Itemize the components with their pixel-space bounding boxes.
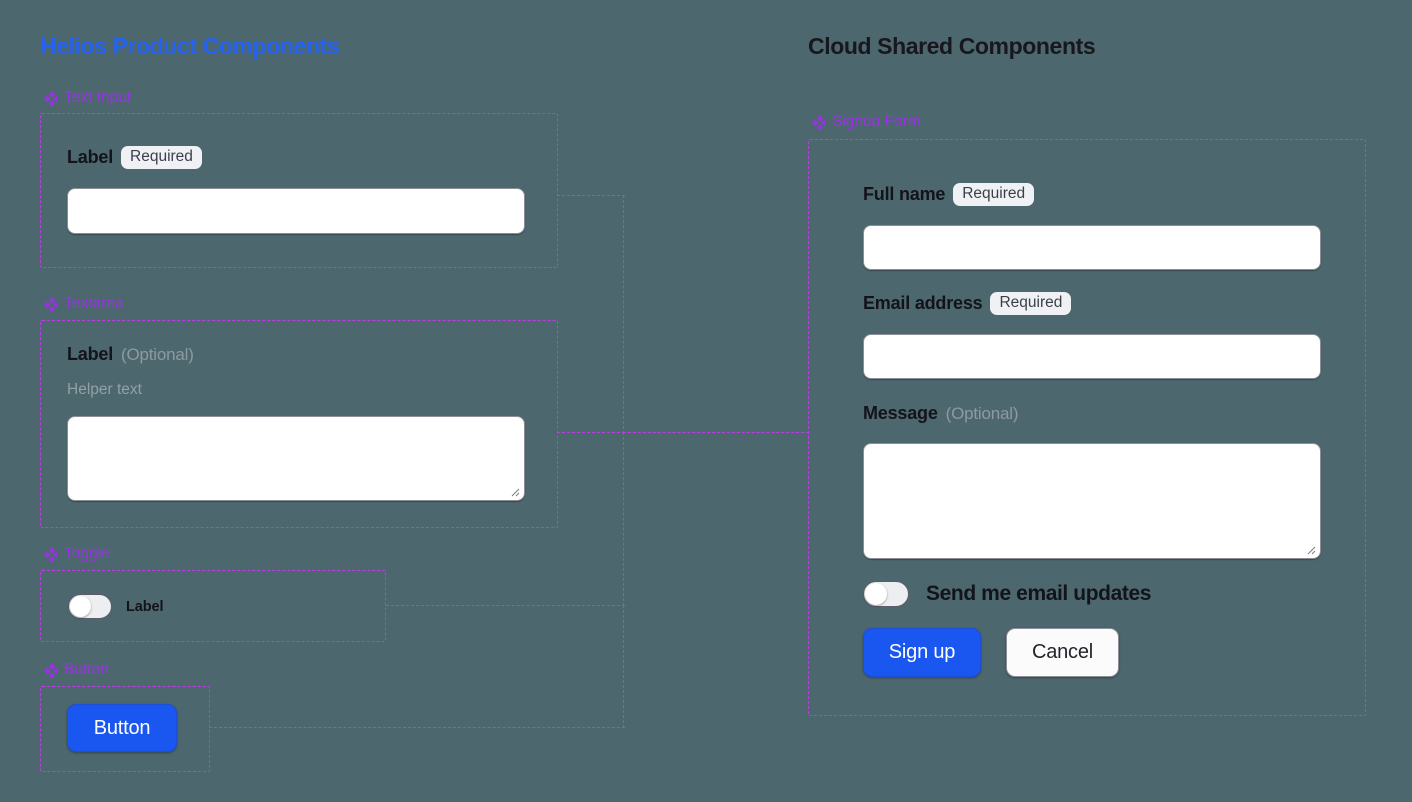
section-caption-text-input: Text Input (42, 89, 131, 107)
connector-text-input-horizontal (557, 195, 625, 196)
frame-text-input (40, 113, 558, 268)
textarea-optional-tag: (Optional) (121, 344, 194, 364)
section-caption-textarea: Textarea (42, 295, 123, 313)
toggle-label: Label (126, 598, 164, 615)
message-label: Message (863, 403, 938, 423)
email-updates-toggle-knob (865, 583, 887, 605)
connector-button-horizontal (209, 727, 625, 728)
email-updates-toggle-row[interactable]: Send me email updates (863, 581, 1151, 607)
section-caption-label: Textarea (64, 295, 124, 312)
full-name-input[interactable] (863, 225, 1321, 270)
left-column-title: Helios Product Components (40, 33, 340, 59)
full-name-label: Full name (863, 184, 946, 205)
textarea-label: Label (67, 344, 114, 364)
connector-toggle-horizontal (386, 605, 625, 606)
section-caption-label: Text Input (64, 89, 132, 106)
textarea-helper-text: Helper text (67, 381, 142, 398)
diamond-components-icon (44, 546, 57, 562)
frame-textarea (40, 320, 558, 528)
section-caption-label: Button (64, 661, 109, 678)
diamond-components-icon (44, 296, 57, 312)
cancel-button[interactable]: Cancel (1006, 628, 1119, 677)
connector-text-input-vertical (623, 195, 624, 434)
section-caption-label: Signup Form (832, 113, 921, 130)
textarea-label-row: Label (Optional) (67, 344, 194, 365)
connector-textarea-horizontal (557, 432, 625, 433)
message-label-row: Message (Optional) (863, 403, 1019, 424)
frame-button (40, 686, 210, 772)
email-address-required-badge: Required (990, 292, 1072, 316)
diamond-components-icon (44, 662, 57, 678)
sign-up-button[interactable]: Sign up (863, 628, 981, 677)
toggle-switch[interactable] (68, 594, 112, 619)
email-updates-toggle-switch[interactable] (863, 581, 909, 607)
right-column-title: Cloud Shared Components (808, 33, 1096, 59)
toggle-row[interactable]: Label (68, 594, 163, 619)
text-input-required-badge: Required (121, 146, 202, 170)
email-updates-toggle-label: Send me email updates (926, 582, 1152, 605)
connector-trunk-to-signup-form (623, 432, 809, 433)
message-optional-tag: (Optional) (945, 403, 1019, 423)
resize-grip-icon[interactable] (508, 485, 520, 497)
diamond-components-icon (812, 114, 825, 130)
toggle-knob (70, 596, 91, 617)
email-address-label-row: Email address Required (863, 292, 1072, 316)
email-address-input[interactable] (863, 334, 1321, 379)
connector-toggle-vertical (623, 432, 624, 606)
text-input-label-row: Label Required (67, 146, 202, 170)
section-caption-label: Toggle (64, 545, 110, 562)
diamond-components-icon (44, 90, 57, 106)
section-caption-toggle: Toggle (42, 545, 110, 563)
textarea-field[interactable] (67, 416, 525, 501)
connector-button-vertical (623, 605, 624, 728)
section-caption-button: Button (42, 661, 109, 679)
text-input-field[interactable] (67, 188, 525, 234)
full-name-required-badge: Required (953, 183, 1035, 207)
section-caption-signup-form: Signup Form (810, 113, 921, 131)
text-input-label: Label (67, 147, 114, 168)
message-textarea[interactable] (863, 443, 1321, 559)
resize-grip-icon[interactable] (1304, 543, 1316, 555)
full-name-label-row: Full name Required (863, 183, 1035, 207)
frame-signup-form (808, 139, 1366, 716)
email-address-label: Email address (863, 293, 983, 314)
demo-button[interactable]: Button (67, 704, 177, 752)
frame-toggle (40, 570, 386, 642)
